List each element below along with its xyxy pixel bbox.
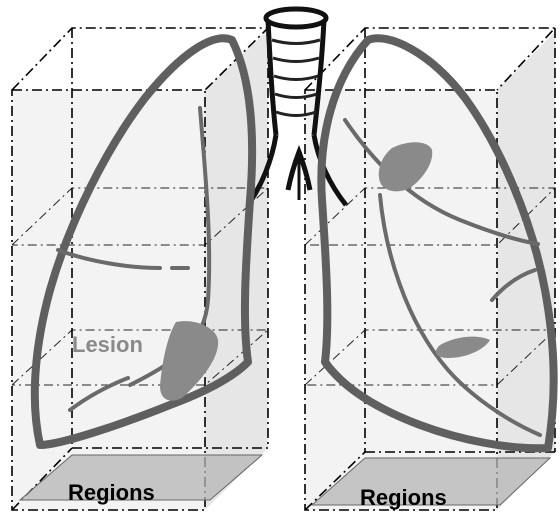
right-region-box bbox=[305, 28, 555, 510]
left-box-side-face bbox=[205, 30, 268, 510]
lesion-label: Lesion bbox=[72, 332, 143, 357]
right-regions-label: Regions bbox=[360, 485, 447, 510]
left-regions-label: Regions bbox=[68, 480, 155, 505]
